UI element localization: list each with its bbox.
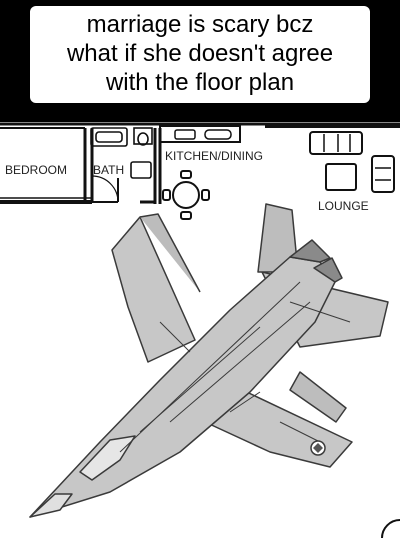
caption-bar: marriage is scary bcz what if she doesn'… xyxy=(0,0,400,122)
caption-line-1: marriage is scary bcz xyxy=(86,11,314,38)
dining-table-icon xyxy=(162,170,210,220)
corner-arc xyxy=(381,519,400,538)
lounge-furniture-icon xyxy=(309,131,395,193)
floor-plan xyxy=(0,122,400,204)
room-label-kitchen: KITCHEN/DINING xyxy=(165,149,263,163)
room-label-bedroom: BEDROOM xyxy=(5,163,67,177)
room-label-lounge: LOUNGE xyxy=(318,199,369,213)
fighter-jet-illustration xyxy=(29,203,389,518)
bath-fixtures-icon xyxy=(90,127,153,179)
floor-plan-drawing: BEDROOM BATH KITCHEN/DINING LOUNGE xyxy=(0,122,400,538)
room-label-bath: BATH xyxy=(93,163,124,177)
caption-box: marriage is scary bcz what if she doesn'… xyxy=(30,6,370,103)
caption-line-3: with the floor plan xyxy=(105,69,295,96)
caption-line-2: what if she doesn't agree xyxy=(66,40,334,67)
